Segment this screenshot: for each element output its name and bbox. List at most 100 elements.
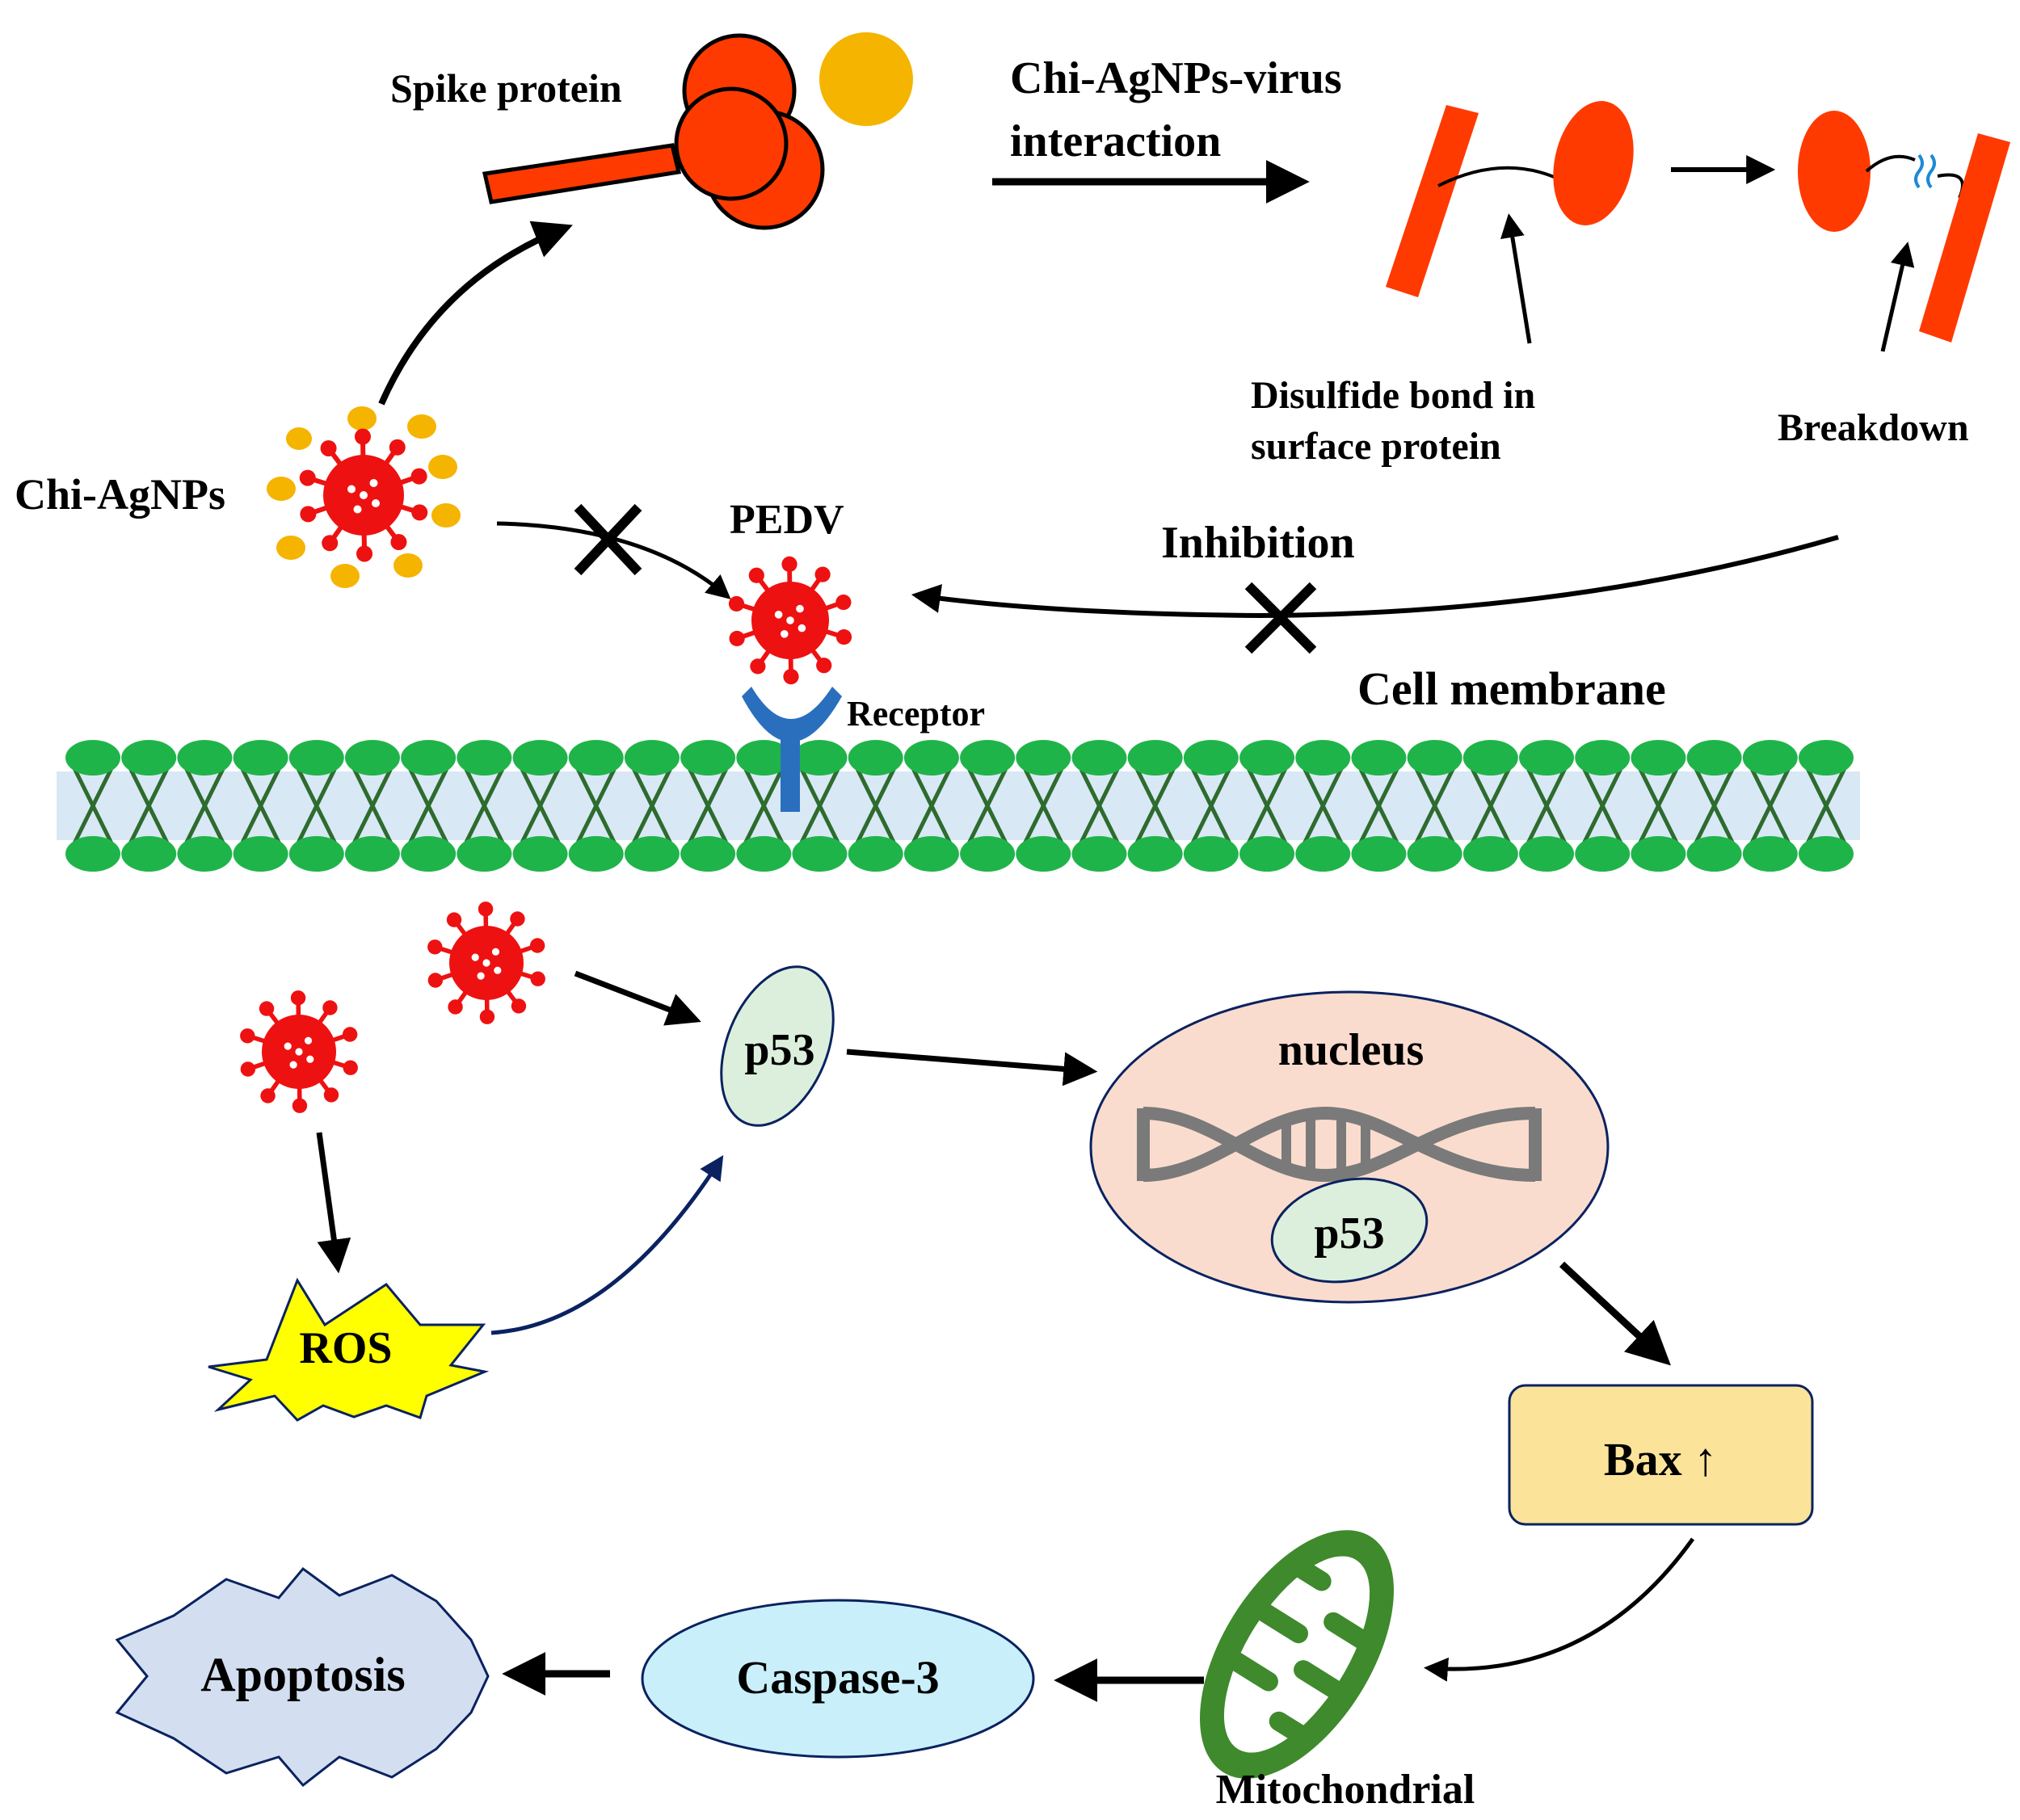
virus-spike (781, 556, 797, 573)
lipid-head-bottom (512, 836, 568, 872)
lipid-head-top (233, 740, 288, 775)
lipid-head-bottom (1295, 836, 1351, 872)
cell-membrane (57, 740, 1860, 872)
lipid-head-bottom (1127, 836, 1183, 872)
lipid-head-top (624, 740, 680, 775)
virus-spike (446, 912, 462, 927)
nucleus-to-bax-arrow (1559, 1261, 1671, 1366)
virus-to-ros-arrow (316, 1132, 351, 1274)
p53-to-nucleus-arrow (846, 1049, 1098, 1087)
lipid-head-top (177, 740, 233, 775)
chi-to-spike-arrow (378, 221, 573, 406)
inhibition-label: Inhibition (1161, 518, 1355, 568)
virus-spike (343, 1060, 358, 1075)
lipid-head-bottom (1575, 836, 1631, 872)
lipid-head-bottom (1239, 836, 1295, 872)
spike-protein-label: Spike protein (390, 65, 622, 111)
lipid-head-bottom (736, 836, 792, 872)
virus-spike (290, 990, 306, 1006)
lipid-head-bottom (1799, 836, 1854, 872)
nucleus-p53-label: p53 (1314, 1208, 1384, 1259)
virus-spike (259, 1001, 275, 1016)
virus-spike (529, 938, 545, 953)
virus-spike (814, 566, 831, 582)
virus-spike (835, 628, 852, 645)
virus-spike (390, 534, 407, 551)
lipid-head-top (344, 740, 400, 775)
lipid-head-top (736, 740, 792, 775)
lipid-head-top (1016, 740, 1071, 775)
lipid-head-bottom (233, 836, 288, 872)
apoptosis-shape (115, 1566, 490, 1788)
lipid-head-top (512, 740, 568, 775)
virus-spike (240, 1061, 256, 1077)
virus-spike (356, 545, 373, 562)
lipid-head-bottom (1519, 836, 1575, 872)
chi-agnps-graphic (267, 406, 461, 588)
virus-intracellular-2 (240, 990, 358, 1113)
ros-label: ROS (299, 1323, 392, 1373)
virus-spike (411, 504, 428, 521)
virus-spike (728, 595, 745, 612)
nucleus-label: nucleus (1278, 1025, 1425, 1075)
cell-membrane-label: Cell membrane (1357, 662, 1666, 715)
lipid-head-top (680, 740, 736, 775)
lipid-head-top (1631, 740, 1686, 775)
p53-ellipse (720, 965, 835, 1127)
dna-helix-icon (1137, 1106, 1542, 1183)
lipid-head-top (568, 740, 624, 775)
lipid-head-bottom (848, 836, 903, 872)
breakdown-pointer-arrow (1880, 242, 1915, 352)
block-cross-icon (574, 503, 642, 576)
receptor-graphic (742, 687, 842, 812)
lipid-head-bottom (960, 836, 1016, 872)
inhibition-arrow (911, 535, 1839, 619)
virus-spike (750, 658, 766, 675)
virus-spike (783, 668, 799, 685)
lipid-head-top (1295, 740, 1351, 775)
lipid-head-top (1351, 740, 1407, 775)
lipid-head-bottom (1407, 836, 1462, 872)
lipid-head-bottom (401, 836, 457, 872)
virus-spike (510, 911, 525, 927)
nucleus-ellipse (1089, 990, 1610, 1304)
lipid-head-top (848, 740, 903, 775)
lipid-head-top (1519, 740, 1575, 775)
apoptosis-label: Apoptosis (200, 1648, 405, 1701)
virus-chi-agnps (299, 428, 428, 562)
virus-spike (389, 439, 406, 456)
ros-starburst (208, 1277, 490, 1422)
lipid-head-bottom (1462, 836, 1518, 872)
lipid-head-bottom (288, 836, 344, 872)
bax-label: Bax ↑ (1604, 1433, 1717, 1486)
lipid-head-top (1686, 740, 1742, 775)
nanoparticle-dots (267, 406, 461, 588)
disulfide-label-line2: surface protein (1251, 425, 1501, 468)
disulfide-label-line1: Disulfide bond in (1251, 374, 1535, 417)
lipid-head-top (903, 740, 959, 775)
virus-spike (260, 1088, 276, 1103)
lipid-head-top (401, 740, 457, 775)
lipid-head-bottom (457, 836, 512, 872)
lipid-head-bottom (792, 836, 848, 872)
lipid-head-bottom (680, 836, 736, 872)
lipid-head-top (121, 740, 177, 775)
mitochondrial-label: Mitochondrial (1216, 1767, 1475, 1813)
disulfide-bond-graphic (1386, 101, 1634, 297)
breakdown-graphic (1798, 111, 2010, 343)
lipid-head-bottom (1071, 836, 1127, 872)
virus-spike (427, 973, 444, 988)
virus-spike (479, 1009, 495, 1024)
lipid-head-top (1071, 740, 1127, 775)
virus-pedv (728, 556, 852, 685)
virus-spike (410, 468, 427, 485)
virus-intracellular-1 (427, 902, 545, 1024)
lipid-head-top (1239, 740, 1295, 775)
virus-spike (729, 630, 745, 647)
bax-box (1508, 1384, 1814, 1526)
virus-spike (322, 535, 339, 552)
lipid-head-bottom (121, 836, 177, 872)
virus-spike (322, 1000, 338, 1015)
lipid-head-top (792, 740, 848, 775)
lipid-head-bottom (177, 836, 233, 872)
